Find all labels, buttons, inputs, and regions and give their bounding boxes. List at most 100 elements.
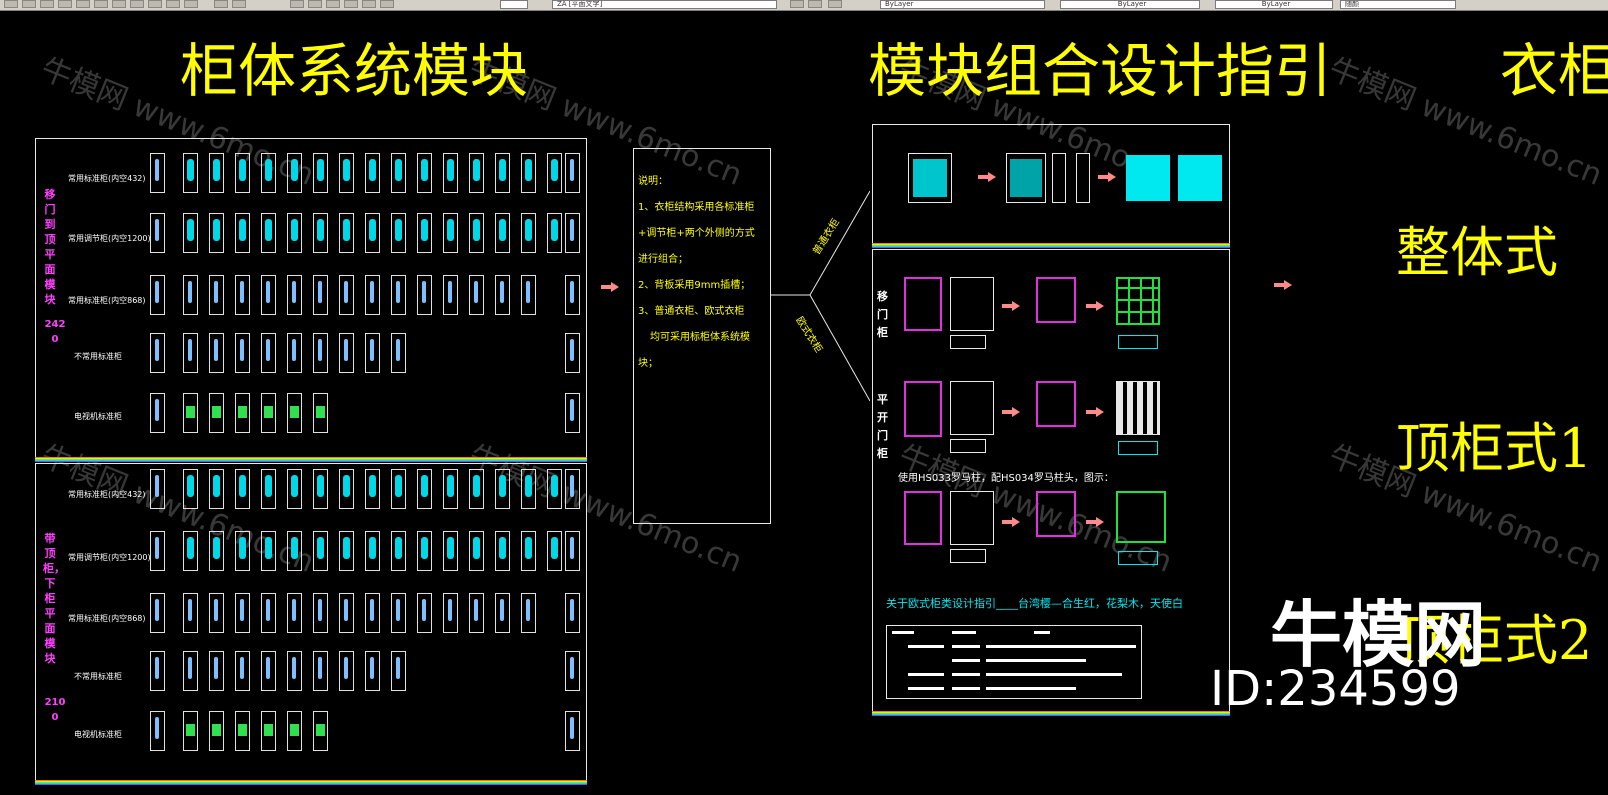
linetype-select[interactable]: ByLayer [1060,0,1200,9]
plotstyle-select[interactable]: 随颜 [1340,0,1456,9]
preview-icon[interactable] [76,0,90,8]
cabinet-unit [235,333,250,373]
notes-line: 均可采用标柜体系统模 [650,332,750,343]
color-select[interactable]: ByLayer [880,0,1045,9]
cabinet-unit [261,469,276,509]
door-panel [1126,155,1170,201]
arrow-right-icon [1002,407,1020,417]
cabinet-unit [313,711,328,751]
cabinet-unit [417,275,432,315]
match-icon[interactable] [148,0,162,8]
cabinet-unit [521,531,536,571]
cabinet-unit [313,469,328,509]
cabinet-unit [261,213,276,253]
cut-icon[interactable] [94,0,108,8]
cabinet-side-panel [565,531,580,571]
row-label: 不常用标准柜 [74,352,122,361]
cabinet-unit [235,275,250,315]
zoom-icon[interactable] [232,0,246,8]
notes-text: 说明： 1、衣柜结构采用各标准柜 +调节柜+两个外侧的方式 进行组合； 2、背板… [638,169,770,377]
properties-icon[interactable] [290,0,304,8]
style-integral: 整体式 [1396,221,1558,284]
cabinet-elevation [950,277,994,331]
save-icon[interactable] [40,0,54,8]
cabinet-unit [261,393,276,433]
cabinet-unit [417,153,432,193]
table-cell [952,673,980,676]
row-label: 电视机标准柜 [74,412,122,421]
cabinet-unit [313,393,328,433]
pan-icon[interactable] [214,0,228,8]
cabinet-side-panel [565,711,580,751]
cabinet-unit [521,213,536,253]
cabinet-unit [209,213,224,253]
cabinet-unit [547,213,562,253]
zoom-prev-icon[interactable] [344,0,358,8]
style-top-cabinet-1: 顶柜式1 [1396,417,1593,480]
drawing-canvas[interactable]: 牛模网 www.6mo.cn 牛模网 www.6mo.cn 牛模网 www.6m… [0,11,1608,795]
layer-icon[interactable] [362,0,376,8]
cabinet-outline [1036,491,1076,537]
table-cell [986,687,1076,690]
cabinet-unit [183,213,198,253]
paste-icon[interactable] [130,0,144,8]
column-door [1116,491,1166,543]
cabinet-elevation [950,381,994,435]
arrow-right-icon [1086,407,1104,417]
zoom-window-icon[interactable] [326,0,340,8]
title-module-guide: 模块组合设计指引 [868,37,1333,105]
cabinet-unit [209,275,224,315]
redo-icon[interactable] [184,0,198,8]
cabinet-side-panel [565,469,580,509]
row-label: 常用标准柜(内空868) [68,614,146,623]
side-label-sliding-number: 2420 [44,319,66,345]
cabinet-unit [469,531,484,571]
layer-prev-icon[interactable] [808,0,822,8]
spec-table [886,625,1142,699]
cabinet-unit [287,651,302,691]
door-slats [1116,381,1160,435]
color-icon[interactable] [828,0,842,8]
copy-icon[interactable] [112,0,126,8]
cabinet-unit [261,333,276,373]
open-icon[interactable] [22,0,36,8]
new-icon[interactable] [4,0,18,8]
cabinet-outline [904,381,942,437]
table-cell [908,645,944,648]
arrow-right-icon [1002,517,1020,527]
side-label-sliding: 移门到顶平面模块 [44,188,56,306]
cabinet-unit [443,593,458,633]
undo-icon[interactable] [166,0,180,8]
table-cell [952,631,976,634]
cabinet-unit [235,651,250,691]
cabinet-unit [183,469,198,509]
notes-line: 进行组合； [638,254,688,265]
rainbow-divider [872,243,1230,248]
cabinet-outline [1036,277,1076,323]
cabinet-side-panel [565,213,580,253]
help-icon[interactable] [380,0,394,8]
cabinet-plan [950,549,986,563]
row-label: 常用标准柜(内空432) [68,174,146,183]
side-label-top-cabinet-number: 2100 [44,697,66,723]
cabinet-unit [261,153,276,193]
text-style-select[interactable]: ZA [平面文字] [552,0,777,9]
cabinet-unit [339,153,354,193]
cabinet-unit [365,153,380,193]
layer-state-icon[interactable] [790,0,804,8]
design-center-icon[interactable] [308,0,322,8]
cabinet-unit [235,593,250,633]
row-label: 常用调节柜(内空1200) [68,234,151,243]
arrow-right-icon [1098,172,1116,182]
cabinet-plan [1118,441,1158,455]
cabinet-unit [209,651,224,691]
print-icon[interactable] [58,0,72,8]
arrow-right-icon [978,172,996,182]
cabinet-plan [1118,335,1158,349]
cabinet-unit [495,153,510,193]
scale-field[interactable] [500,0,528,9]
cabinet-unit [339,469,354,509]
cabinet-unit [417,469,432,509]
lineweight-select[interactable]: ByLayer [1215,0,1333,9]
cabinet-unit [443,531,458,571]
